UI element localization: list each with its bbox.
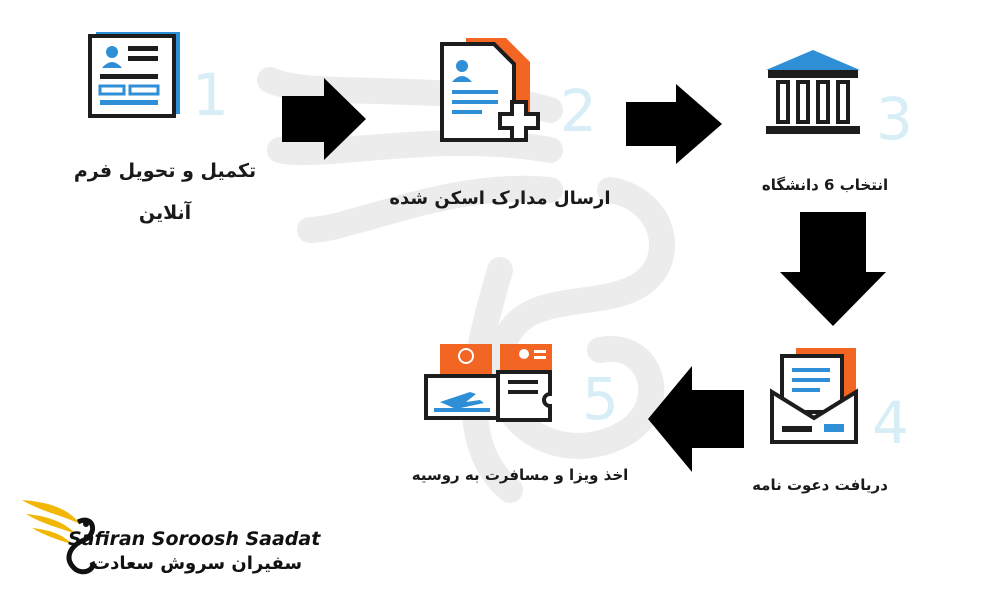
step-number-4: 4: [872, 389, 909, 457]
form-icon: [88, 32, 180, 118]
arrow-down: [780, 212, 886, 326]
step-number-1: 1: [192, 61, 229, 129]
step-label-3: انتخاب 6 دانشگاه: [761, 176, 889, 194]
invitation-letter-icon: [770, 348, 858, 444]
arrow-left: [648, 366, 744, 472]
arrow-right-1: [282, 78, 366, 160]
visa-ticket-icon: [424, 344, 552, 422]
step-number-2: 2: [560, 77, 597, 145]
brand-name-fa: سفیران سروش سعادت: [92, 553, 303, 574]
company-logo: [22, 500, 96, 575]
step-label-1-line1: تکمیل و تحویل فرم: [73, 160, 257, 182]
university-icon: [766, 50, 860, 134]
scan-document-icon: [440, 38, 540, 142]
step-label-5: اخذ ویزا و مسافرت به روسیه: [411, 466, 629, 484]
step-label-2: ارسال مدارک اسکن شده: [389, 188, 611, 209]
step-number-5: 5: [582, 365, 619, 433]
step-label-1-line2: آنلاین: [138, 202, 192, 224]
step-label-4: دریافت دعوت نامه: [752, 476, 888, 494]
arrow-right-2: [626, 84, 722, 164]
brand-name-en: Safiran Soroosh Saadat: [68, 528, 321, 550]
step-number-3: 3: [876, 85, 913, 153]
